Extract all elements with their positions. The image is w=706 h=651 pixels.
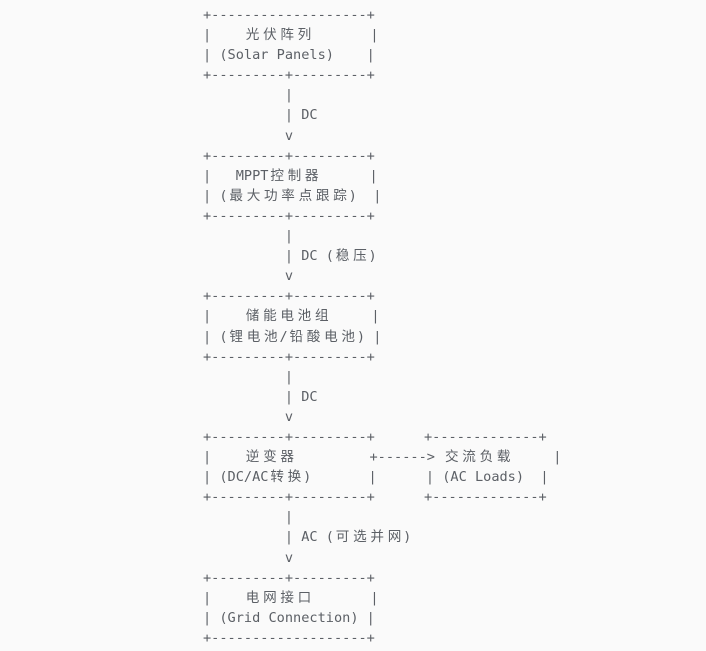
ascii-line: +---------+---------+ [203, 207, 375, 224]
ascii-line: | (Grid Connection) | [203, 609, 375, 626]
ascii-line: | 储能电池组 | [203, 308, 380, 325]
ascii-line: | [203, 228, 294, 245]
ascii-line: | [203, 509, 294, 526]
ascii-line: +---------+---------+ [203, 147, 375, 164]
ascii-line: +-------------------+ [203, 629, 375, 646]
ascii-line: v [203, 408, 294, 425]
ascii-line: | DC [203, 388, 318, 405]
ascii-line: | AC (可选并网) [203, 529, 412, 546]
ascii-line: | (锂电池/铅酸电池) | [203, 328, 382, 345]
ascii-line: | 光伏阵列 | [203, 27, 379, 44]
ascii-line: v [203, 127, 294, 144]
ascii-line: +---------+---------+ [203, 348, 375, 365]
ascii-line: +---------+---------+ [203, 288, 375, 305]
ascii-line: +---------+---------+ +-------------+ [203, 428, 547, 445]
ascii-line: +---------+---------+ [203, 67, 375, 84]
ascii-line: | 电网接口 | [203, 589, 379, 606]
ascii-line: +---------+---------+ +-------------+ [203, 489, 547, 506]
ascii-line: v [203, 549, 294, 566]
ascii-line: | DC (稳压) [203, 248, 377, 265]
ascii-line: v [203, 268, 294, 285]
ascii-line: | DC [203, 107, 318, 124]
ascii-line: | 逆变器 +------> 交流负载 | [203, 449, 562, 466]
ascii-line: +-------------------+ [203, 7, 375, 23]
ascii-line: | [203, 87, 294, 104]
ascii-line: | [203, 368, 294, 385]
ascii-line: | (Solar Panels) | [203, 47, 375, 64]
ascii-line: | (最大功率点跟踪) | [203, 187, 382, 204]
ascii-line: +---------+---------+ [203, 569, 375, 586]
